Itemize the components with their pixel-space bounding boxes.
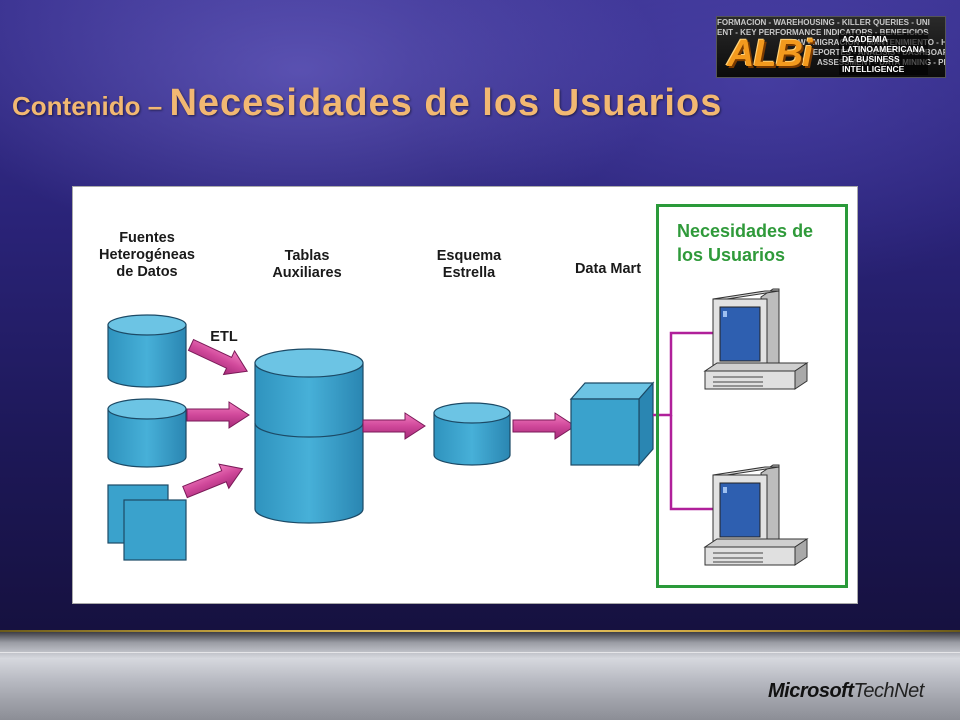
title-main: Necesidades de los Usuarios: [169, 82, 723, 124]
user-computer-1: [703, 288, 809, 390]
label-sources: Fuentes Heterogéneas de Datos: [99, 230, 195, 280]
logo-ticker-line: FORMACION - WAREHOUSING - KILLER QUERIES…: [717, 18, 930, 27]
diagram-shapes: [107, 288, 809, 566]
etl-arrow-2: [186, 401, 250, 429]
arrow-to-star-schema: [362, 412, 426, 440]
data-mart-cube: [569, 381, 655, 467]
albi-logo: FORMACION - WAREHOUSING - KILLER QUERIES…: [716, 16, 946, 78]
user-needs-box: [656, 204, 848, 588]
aux-table-cylinder-1: [254, 348, 364, 524]
star-schema-cylinder: [433, 402, 511, 466]
architecture-diagram: Necesidades de los Usuarios Fuentes Hete…: [72, 186, 858, 604]
user-needs-title: Necesidades de los Usuarios: [677, 221, 814, 265]
title-prefix: Contenido –: [12, 91, 170, 121]
label-aux-tables: Tablas Auxiliares: [272, 248, 342, 281]
source-files: [107, 484, 187, 561]
logo-ticker-line: ENT - KEY PERFORMANCE INDICATORS - BENEF…: [717, 28, 929, 37]
footer-gold-line: [0, 630, 960, 632]
source-cylinder-2: [107, 398, 187, 468]
source-cylinder-1: [107, 314, 187, 388]
albi-brand-text: ALBi: [727, 33, 813, 75]
user-computer-2: [703, 464, 809, 566]
aux-table-cylinder-2: [254, 422, 364, 438]
label-etl: ETL: [210, 329, 238, 345]
user-connector-lines: [653, 331, 713, 511]
etl-arrow-3: [179, 456, 248, 505]
label-star-schema: Esquema Estrella: [436, 248, 502, 281]
label-data-mart: Data Mart: [574, 261, 642, 277]
arrow-to-data-mart: [512, 412, 576, 440]
footer-highlight: [0, 652, 960, 653]
footer-bar: [0, 632, 960, 720]
microsoft-technet-logo: MicrosoftTechNet: [768, 680, 924, 702]
albi-academy-text: ACADEMIA LATINOAMERICANA DE BUSINESS INT…: [839, 33, 928, 75]
slide-title: Contenido – Necesidades de los Usuarios: [12, 82, 722, 125]
